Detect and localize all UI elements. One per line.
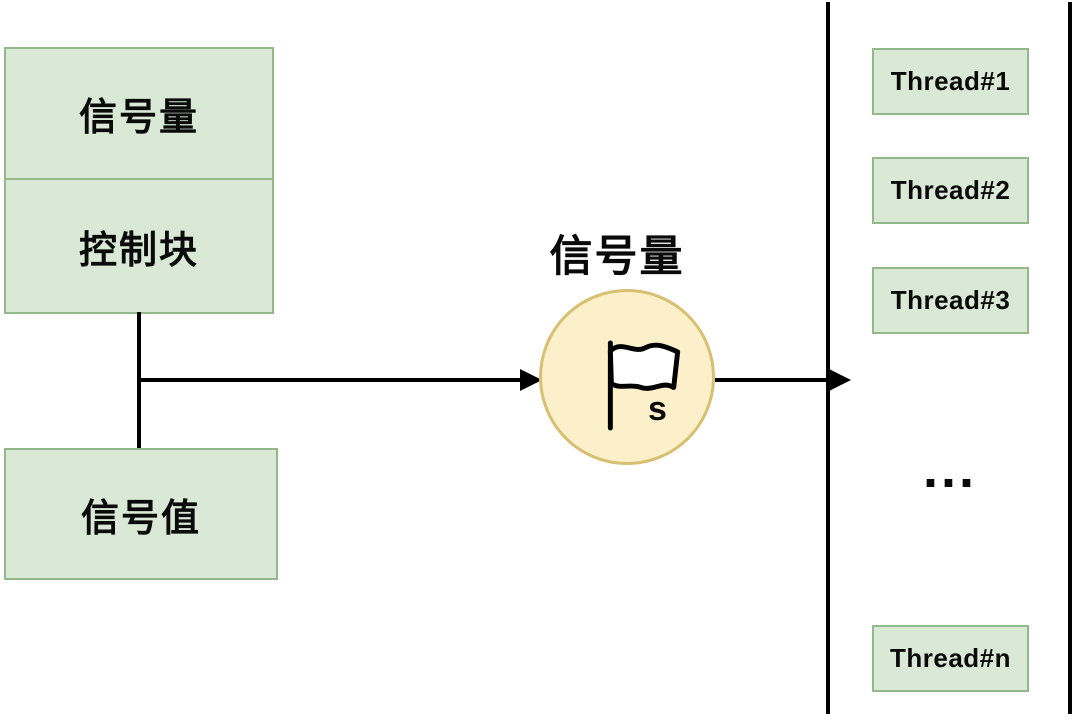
struct-to-semaphore-arrowhead [520,369,542,391]
semaphore-to-threads-arrow-shaft [715,378,831,382]
semaphore-node-title: 信号量 [549,233,685,281]
control-block-label: 控制块 [78,229,199,272]
thread-box-n: Thread#n [872,625,1029,692]
thread-3-label: Thread#3 [890,285,1011,315]
semaphore-struct-name-box: 信号量 [4,47,274,180]
thread-n-label: Thread#n [889,643,1012,673]
semaphore-subscript: s [648,390,667,428]
control-block-box: 控制块 [4,178,274,314]
semaphore-to-threads-arrowhead [829,369,851,391]
thread-box-3: Thread#3 [872,267,1029,334]
thread-2-label: Thread#2 [890,175,1011,205]
semaphore-struct-name-label: 信号量 [78,97,199,139]
thread-box-1: Thread#1 [872,48,1029,115]
thread-1-label: Thread#1 [890,66,1011,96]
flag-icon [607,340,681,431]
thread-queue-ellipsis: ... [922,439,977,499]
struct-to-semaphore-arrow-shaft [138,378,522,382]
signal-value-box: 信号值 [4,448,278,580]
thread-box-2: Thread#2 [872,157,1029,224]
thread-queue-right-line [1068,2,1072,714]
semaphore-circle: s [539,289,715,465]
thread-queue-left-line [826,2,830,714]
signal-value-label: 信号值 [80,497,201,540]
